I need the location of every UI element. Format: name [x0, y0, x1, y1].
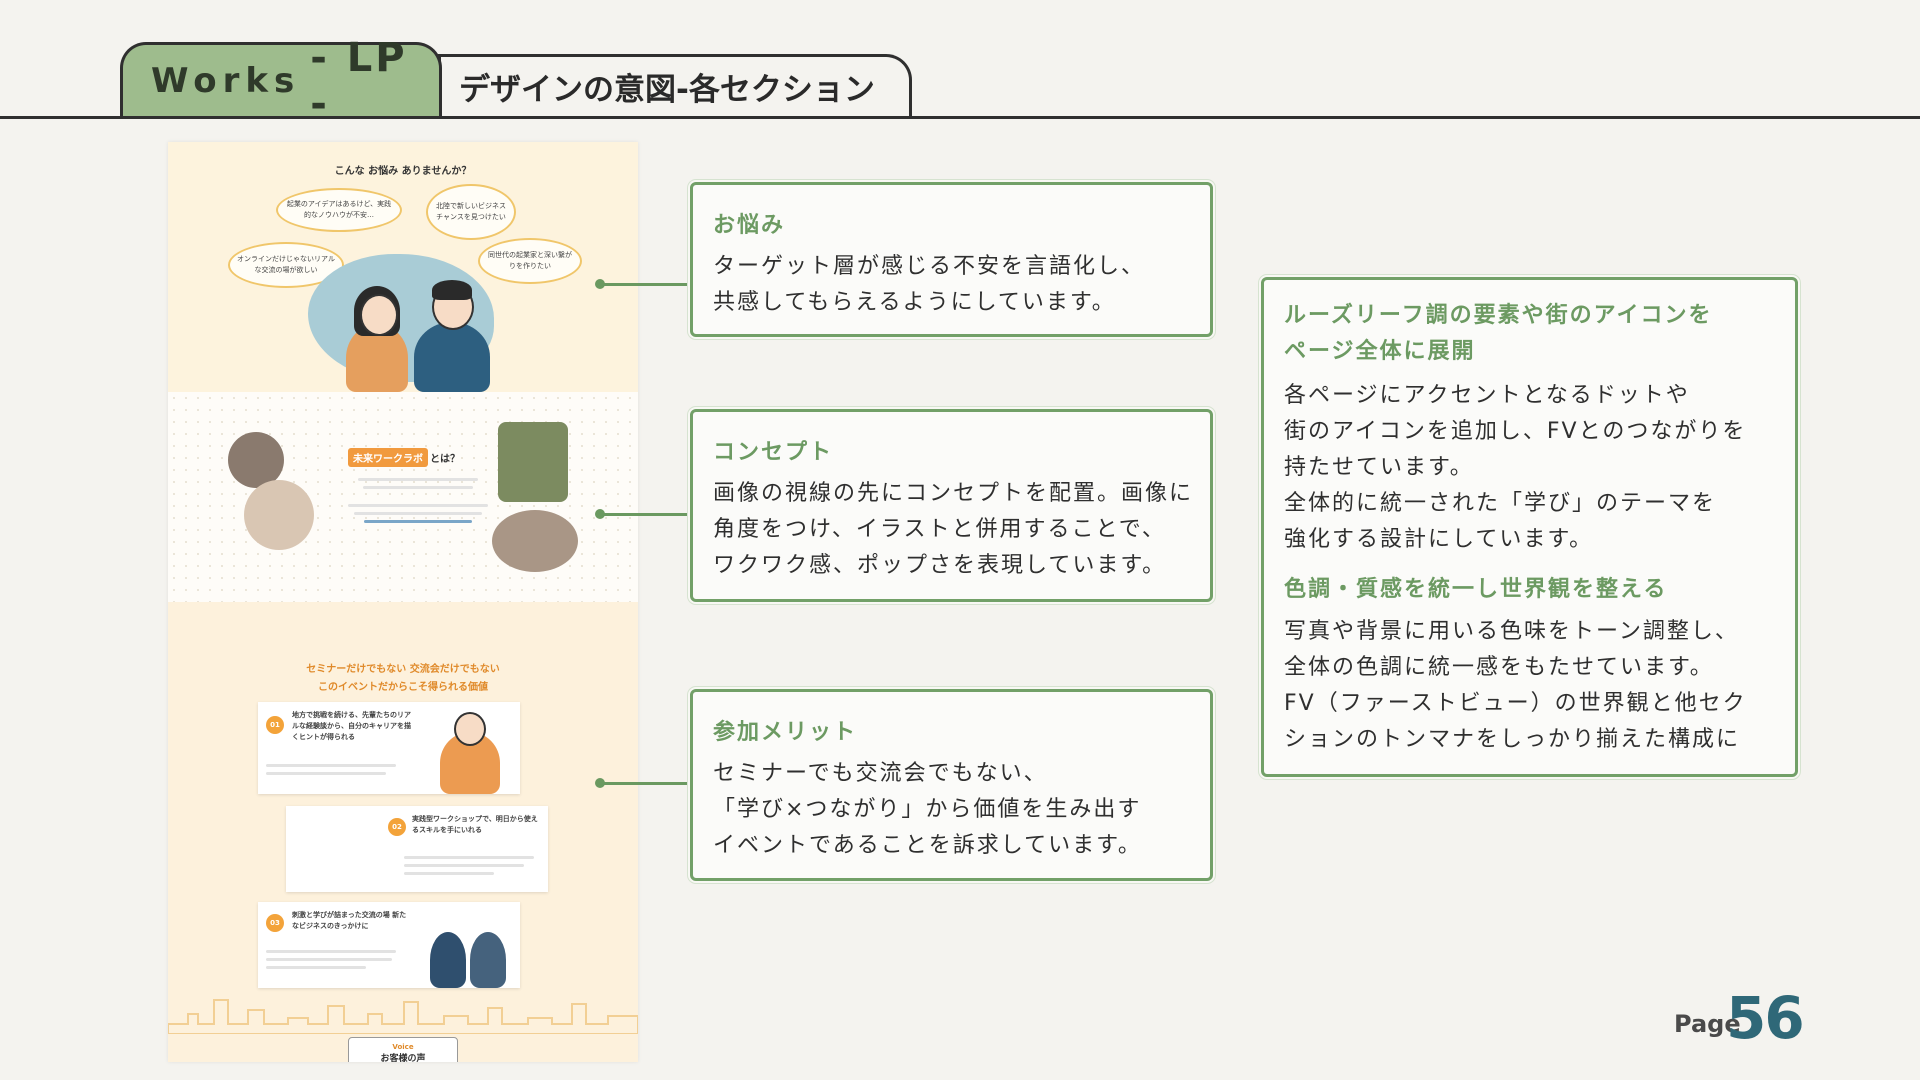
lp-text-line — [266, 950, 396, 953]
lp-card-1: 01 地方で挑戦を続ける、先輩たちのリアルな経験談から、自分のキャリアを描くヒン… — [258, 702, 520, 794]
lp-voice-tab: Voice お客様の声 — [348, 1037, 458, 1062]
notes-body-2: 写真や背景に用いる色味をトーン調整し、 全体の色調に統一感をもたせています。 F… — [1284, 614, 1747, 758]
notes-title-2: 色調・質感を統一し世界観を整える — [1284, 577, 1668, 602]
merit-line: 「学び×つながり」から価値を生み出す — [713, 797, 1142, 822]
worry-line: ターゲット層が感じる不安を言語化し、 — [713, 254, 1146, 279]
notes-line: 街のアイコンを追加し、FVとのつながりを — [1284, 419, 1747, 444]
lp-person-man — [414, 322, 490, 392]
lp-photo — [498, 422, 568, 502]
lp-head — [360, 294, 398, 336]
lp-text-line — [354, 512, 482, 515]
concept-title: コンセプト — [713, 440, 834, 465]
lp-concept-section: 未来ワークラボ とは？ — [168, 392, 638, 602]
lp-head — [454, 712, 486, 746]
lp-hair — [432, 280, 472, 300]
notes-line: 強化する設計にしています。 — [1284, 527, 1594, 552]
page-label: Page — [1674, 1010, 1741, 1038]
concept-line: 画像の視線の先にコンセプトを配置。画像に — [713, 481, 1194, 506]
lp-card-title: 刺激と学びが詰まった交流の場 新たなビジネスのきっかけに — [292, 911, 407, 930]
concept-line: 角度をつけ、イラストと併用することで、 — [713, 517, 1166, 542]
works-label: Works — [151, 60, 301, 101]
lp-text-line — [363, 486, 473, 489]
worry-body: ターゲット層が感じる不安を言語化し、 共感してもらえるようにしています。 — [713, 249, 1145, 321]
merit-box: 参加メリット セミナーでも交流会でもない、 「学び×つながり」から価値を生み出す… — [690, 689, 1213, 881]
lp-text-line — [404, 864, 524, 867]
lp-text-line — [348, 504, 488, 507]
lp-label: - LP - — [310, 34, 408, 127]
lp-text-line — [266, 958, 392, 961]
lp-card-title: 実践型ワークショップで、明日から使えるスキルを手にいれる — [412, 815, 538, 834]
notes-line: 各ページにアクセントとなるドットや — [1284, 383, 1690, 408]
lp-text-line — [404, 856, 534, 859]
lp-worry-section: こんな お悩み ありませんか？ 起業のアイデアはあるけど、実践的なノウハウが不安… — [168, 142, 638, 392]
lp-text-line — [404, 872, 494, 875]
lp-card-2: 02 実践型ワークショップで、明日から使えるスキルを手にいれる — [286, 806, 548, 892]
lp-card-number: 02 — [388, 818, 406, 836]
lp-voice-jp: お客様の声 — [380, 1054, 426, 1062]
merit-body: セミナーでも交流会でもない、 「学び×つながり」から価値を生み出す イベントであ… — [713, 756, 1142, 864]
worry-title: お悩み — [713, 213, 786, 238]
lp-text-line — [364, 520, 472, 523]
notes-line: 全体的に統一された「学び」のテーマを — [1284, 491, 1717, 516]
notes-line: 持たせています。 — [1284, 455, 1474, 480]
lp-photo — [228, 432, 284, 488]
page-number: 56 — [1726, 984, 1805, 1052]
lp-text-line — [266, 764, 396, 767]
lp-bubble: オンラインだけじゃないリアルな交流の場が欲しい — [228, 242, 344, 288]
lp-concept-badge: 未来ワークラボ — [348, 448, 428, 467]
works-tab: Works - LP - — [120, 35, 442, 127]
lp-card-number: 03 — [266, 914, 284, 932]
notes-line: 全体の色調に統一感をもたせています。 — [1284, 655, 1714, 680]
lp-bubble: 北陸で新しいビジネスチャンスを見つけたい — [426, 184, 516, 240]
lp-concept-suffix: とは？ — [430, 454, 460, 465]
connector-line — [600, 283, 690, 286]
concept-box: コンセプト 画像の視線の先にコンセプトを配置。画像に 角度をつけ、イラストと併用… — [690, 409, 1213, 602]
connector-line — [600, 782, 690, 785]
lp-town-skyline — [168, 999, 638, 1034]
merit-line: イベントであることを訴求しています。 — [713, 833, 1142, 858]
lp-voice-en: Voice — [392, 1043, 414, 1051]
lp-card-3: 03 刺激と学びが詰まった交流の場 新たなビジネスのきっかけに — [258, 902, 520, 988]
lp-bubble: 起業のアイデアはあるけど、実践的なノウハウが不安… — [276, 188, 402, 232]
lp-value-heading-2: このイベントだからこそ得られる価値 — [318, 682, 488, 693]
lp-worry-heading: こんな お悩み ありませんか？ — [334, 166, 472, 177]
lp-illustration — [430, 932, 466, 988]
notes-line: 写真や背景に用いる色味をトーン調整し、 — [1284, 619, 1739, 644]
lp-photo — [492, 510, 578, 572]
section-subtitle: デザインの意図-各セクション — [459, 72, 875, 108]
lp-text-line — [266, 966, 366, 969]
lp-value-heading-1: セミナーだけでもない 交流会だけでもない — [306, 664, 500, 675]
worry-box: お悩み ターゲット層が感じる不安を言語化し、 共感してもらえるようにしています。 — [690, 182, 1213, 337]
lp-bubble: 同世代の起業家と深い繋がりを作りたい — [478, 238, 582, 284]
lp-illustration — [470, 932, 506, 988]
worry-line: 共感してもらえるようにしています。 — [713, 290, 1116, 315]
notes-title-line: ページ全体に展開 — [1284, 339, 1476, 364]
lp-card-title: 地方で挑戦を続ける、先輩たちのリアルな経験談から、自分のキャリアを描くヒントが得… — [292, 711, 411, 741]
notes-line: FV（ファーストビュー）の世界観と他セク — [1284, 691, 1747, 716]
concept-body: 画像の視線の先にコンセプトを配置。画像に 角度をつけ、イラストと併用することで、… — [713, 476, 1193, 584]
design-notes-box: ルーズリーフ調の要素や街のアイコンを ページ全体に展開 各ページにアクセントとな… — [1261, 277, 1798, 777]
lp-preview: こんな お悩み ありませんか？ 起業のアイデアはあるけど、実践的なノウハウが不安… — [168, 142, 638, 1062]
header-divider — [0, 116, 1920, 119]
lp-photo — [244, 480, 314, 550]
merit-title: 参加メリット — [713, 720, 858, 745]
merit-line: セミナーでも交流会でもない、 — [713, 761, 1048, 786]
lp-card-number: 01 — [266, 716, 284, 734]
lp-text-line — [358, 478, 478, 481]
notes-body-1: 各ページにアクセントとなるドットや 街のアイコンを追加し、FVとのつながりを 持… — [1284, 378, 1746, 558]
concept-line: ワクワク感、ポップさを表現しています。 — [713, 553, 1167, 578]
notes-title-line: ルーズリーフ調の要素や街のアイコンを — [1284, 303, 1713, 328]
connector-line — [600, 513, 690, 516]
notes-title-1: ルーズリーフ調の要素や街のアイコンを ページ全体に展開 — [1284, 298, 1712, 370]
section-subtitle-tab: デザインの意図-各セクション — [438, 54, 912, 116]
lp-merit-section: セミナーだけでもない 交流会だけでもない このイベントだからこそ得られる価値 0… — [168, 602, 638, 1062]
lp-text-line — [266, 772, 386, 775]
notes-line: ションのトンマナをしっかり揃えた構成に — [1284, 727, 1741, 752]
